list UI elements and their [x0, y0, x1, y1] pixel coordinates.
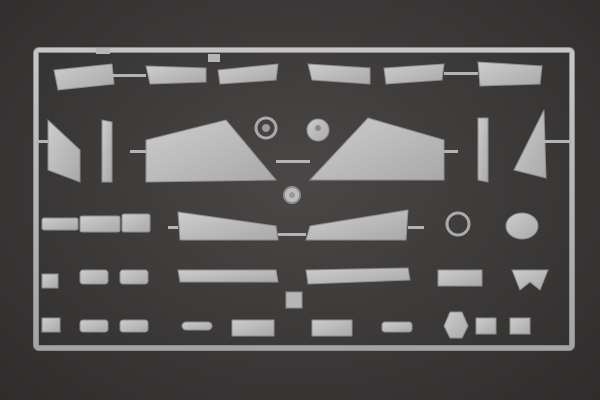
left-wing-panel: [145, 119, 278, 183]
right-wing-panel: [308, 117, 445, 181]
strip-right: [477, 117, 489, 183]
right-stabilizer: [305, 209, 409, 241]
vertical-fin-right: [513, 109, 547, 179]
long-strips: [177, 267, 411, 285]
top-row-parts: [53, 61, 543, 91]
flap-part-2: [217, 63, 279, 85]
fin-part-1: [53, 63, 115, 91]
wing-panels: [145, 117, 445, 241]
sprue-frame: [33, 47, 575, 351]
fin-part-2: [477, 61, 543, 87]
left-stabilizer: [177, 211, 279, 241]
flap-part-4: [383, 63, 445, 85]
gear-assembly: [41, 213, 151, 233]
flap-part-3: [307, 63, 371, 85]
round-parts: [254, 116, 539, 339]
small-parts: [41, 269, 549, 337]
side-fins: [47, 109, 547, 183]
vertical-fin-left: [47, 118, 81, 183]
flap-part-1: [145, 65, 207, 85]
gate-connectors: [36, 72, 572, 236]
sprue-hub: [96, 48, 303, 309]
strip-left: [101, 119, 113, 183]
